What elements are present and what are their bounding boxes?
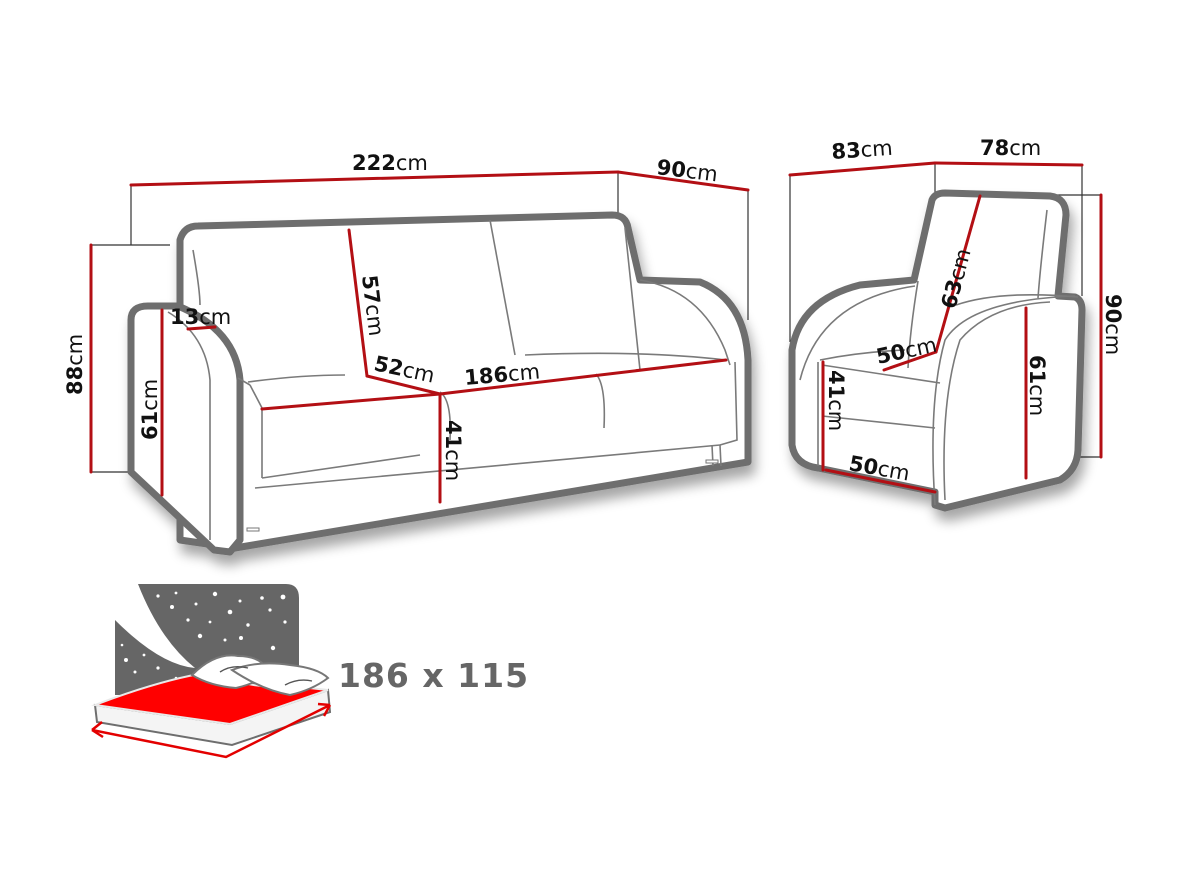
armchair-width-line xyxy=(933,161,1084,167)
armchair-total-width-label: 78cm xyxy=(980,136,1041,160)
armchair-backrest-height-label: 63cm xyxy=(937,246,976,311)
sofa-total-width-label: 222cm xyxy=(352,151,428,175)
armchair-seat-width-label: 50cm xyxy=(847,451,911,485)
sofa-total-height-label: 88cm xyxy=(63,334,87,395)
sofa-backrest-line xyxy=(347,228,369,378)
sofa-body xyxy=(127,211,752,556)
sofa-total-depth-label: 90cm xyxy=(655,155,719,186)
armchair-inner-lines xyxy=(799,209,1079,506)
bed-with-night-sky-icon: 186 x 115 xyxy=(91,584,529,759)
sofa-inner-lines xyxy=(167,219,738,540)
armchair-seat-height-label: 41cm xyxy=(824,370,848,431)
sofa-seat-front-line xyxy=(260,392,442,411)
sofa-backrest-height-label: 57cm xyxy=(357,274,388,338)
size-arrow xyxy=(91,703,331,759)
armchair-labels: 83cm 78cm 90cm 63cm 50cm 41cm 50cm 61cm xyxy=(824,136,1125,486)
stars-icon xyxy=(120,591,287,680)
sofa-seat-width-label: 186cm xyxy=(463,359,541,390)
armchair-seat-width-line xyxy=(824,468,937,494)
sofa-seat-height-label: 41cm xyxy=(441,420,465,481)
pillow-right xyxy=(229,662,330,697)
armchair-total-depth-label: 83cm xyxy=(831,136,894,164)
sofa-seat-depth-label: 52cm xyxy=(372,351,437,387)
armchair-seat-depth-line xyxy=(882,350,938,372)
sofa-seat-depth-line xyxy=(365,374,442,396)
armchair-total-height-label: 90cm xyxy=(1101,294,1125,355)
sofa-extension-lines xyxy=(91,172,749,473)
armchair-depth-line xyxy=(788,161,937,177)
armchair-drawing: 83cm 78cm 90cm 63cm 50cm 41cm 50cm 61cm xyxy=(788,136,1125,512)
sofa-armrest-height-label: 61cm xyxy=(138,379,162,440)
sofa-dimension-lines xyxy=(89,170,750,504)
bed-size-text: 186 x 115 xyxy=(338,656,529,695)
sofa-labels: 222cm 90cm 88cm 61cm 13cm 57cm 52cm 186c… xyxy=(63,151,719,481)
armchair-dimension-lines xyxy=(788,161,1103,494)
sofa-armrest-width-label: 13cm xyxy=(170,305,231,329)
sofa-depth-line xyxy=(616,170,750,192)
armchair-backrest-line xyxy=(934,194,982,354)
sofa-width-line xyxy=(129,170,620,187)
armchair-armrest-height-label: 61cm xyxy=(1025,355,1049,416)
sofa-seat-width-line xyxy=(438,358,728,396)
sofa-drawing: 222cm 90cm 88cm 61cm 13cm 57cm 52cm 186c… xyxy=(63,151,752,556)
sofa-armrest-width-line xyxy=(186,325,217,331)
